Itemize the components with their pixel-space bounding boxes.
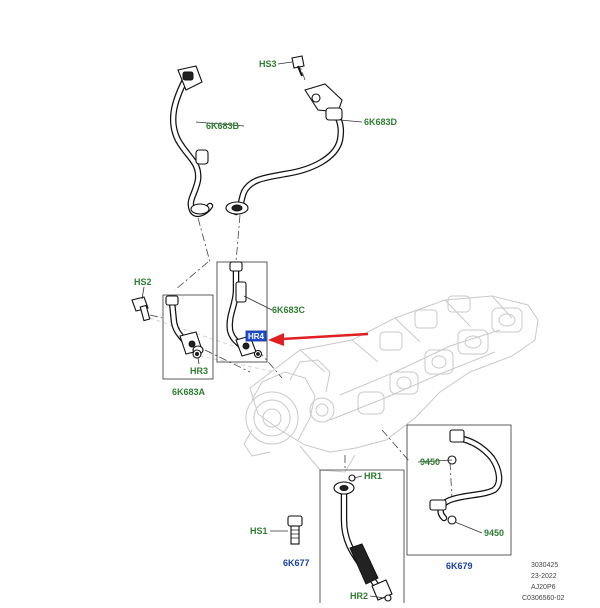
label-hr4[interactable]: HR4 bbox=[248, 332, 265, 341]
pipe-6k679[interactable] bbox=[429, 429, 503, 525]
label-6k679[interactable]: 6K679 bbox=[446, 561, 473, 571]
reference-block: 3030425 23-2022 AJ20P6 C0306560-02 bbox=[522, 562, 565, 602]
label-6k683b[interactable]: 6K683B bbox=[206, 121, 240, 131]
label-9450-bottom[interactable]: 9450 bbox=[484, 528, 504, 538]
label-6k677[interactable]: 6K677 bbox=[283, 558, 310, 568]
bolt-hs1[interactable] bbox=[287, 515, 303, 545]
label-9450-top[interactable]: 9450 bbox=[420, 457, 440, 467]
label-hs2[interactable]: HS2 bbox=[134, 277, 152, 287]
clip-hr2[interactable] bbox=[384, 594, 392, 602]
hose-6k683c[interactable] bbox=[226, 261, 257, 357]
clip-hr3[interactable] bbox=[192, 349, 202, 359]
label-hr3[interactable]: HR3 bbox=[190, 366, 208, 376]
ref-line-1: 3030425 bbox=[531, 562, 558, 569]
frame-boxes bbox=[162, 261, 512, 603]
hose-6k683b[interactable] bbox=[169, 65, 214, 218]
label-hs3[interactable]: HS3 bbox=[259, 59, 277, 69]
frame-6k683a bbox=[162, 294, 214, 380]
label-hr1[interactable]: HR1 bbox=[364, 471, 382, 481]
bolt-hs2[interactable] bbox=[131, 296, 151, 322]
label-hs1[interactable]: HS1 bbox=[250, 526, 268, 536]
assembly-lines bbox=[149, 65, 453, 501]
pointer-arrow bbox=[268, 332, 369, 346]
callout-hr4-highlight[interactable]: HR4 bbox=[245, 330, 267, 342]
leader-lines bbox=[141, 61, 483, 599]
ref-line-3: AJ20P6 bbox=[531, 584, 556, 591]
frame-6k677 bbox=[319, 469, 405, 603]
hose-6k683d[interactable] bbox=[225, 83, 345, 216]
frame-6k683c bbox=[216, 261, 268, 363]
pipe-6k677[interactable] bbox=[333, 481, 393, 601]
clip-hr4[interactable] bbox=[253, 349, 263, 359]
hose-6k683a[interactable] bbox=[165, 295, 204, 355]
label-6k683d[interactable]: 6K683D bbox=[364, 117, 398, 127]
label-6k683c[interactable]: 6K683C bbox=[272, 305, 306, 315]
label-6k683a[interactable]: 6K683A bbox=[172, 387, 206, 397]
ref-line-2: 23-2022 bbox=[531, 573, 557, 580]
label-hr2[interactable]: HR2 bbox=[350, 591, 368, 601]
ref-line-4: C0306560-02 bbox=[522, 595, 565, 602]
bolt-hs3[interactable] bbox=[291, 55, 305, 77]
frame-6k679 bbox=[406, 424, 512, 556]
engine-ghost bbox=[149, 295, 539, 473]
